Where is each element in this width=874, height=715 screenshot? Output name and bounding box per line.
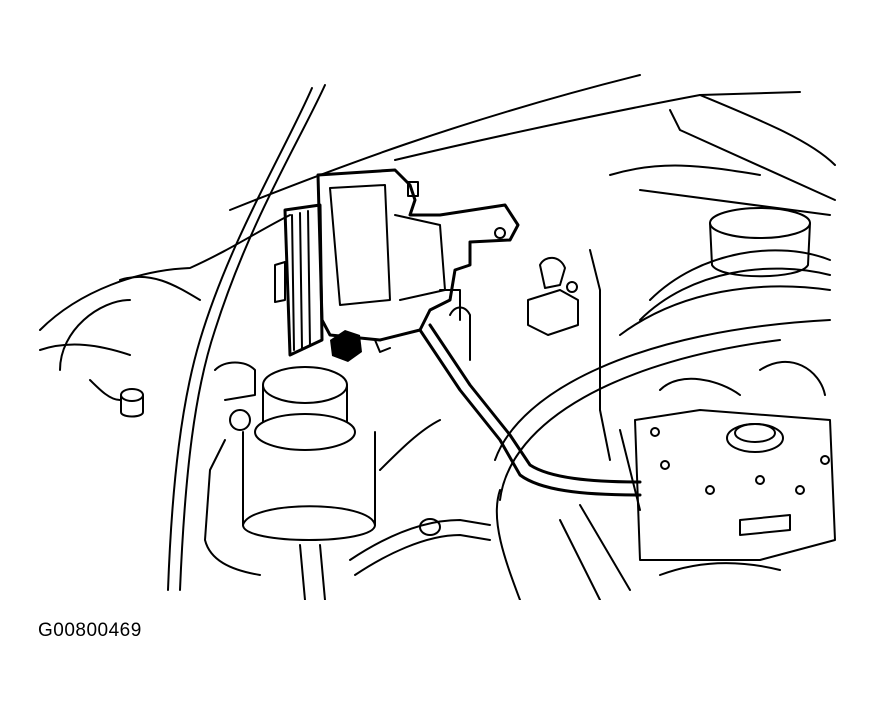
alternator: [274, 168, 520, 362]
fender-edge: [167, 84, 326, 591]
alternator-wiring: [418, 289, 642, 497]
hood-panel: [229, 74, 836, 216]
master-cylinder: [634, 207, 836, 561]
wheel-housing: [39, 214, 291, 418]
lower-hoses: [299, 409, 781, 600]
engine-bay-line-drawing: [39, 74, 836, 600]
power-steering-reservoir: [204, 361, 376, 576]
relay-block: [527, 249, 601, 411]
brake-booster: [494, 249, 831, 600]
figure-id-label: G00800469: [38, 620, 142, 641]
